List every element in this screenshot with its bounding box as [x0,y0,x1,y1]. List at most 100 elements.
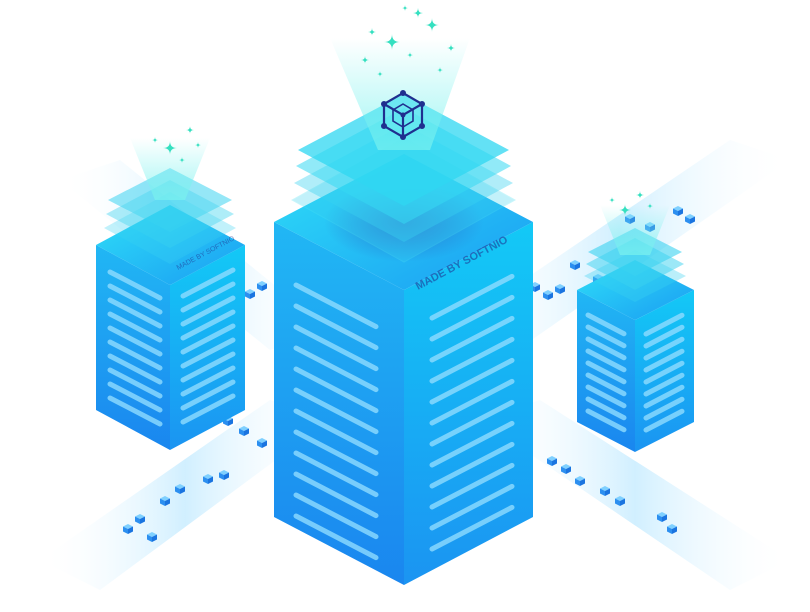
vent-slot [293,513,379,561]
vent-slot [293,345,379,393]
data-cube-icon [245,289,255,299]
vent-slot [585,336,627,361]
data-cube-icon [600,486,610,496]
vent-slot [429,357,515,405]
vent-slot [585,348,627,373]
vent-slot [585,312,627,337]
vent-slot [107,269,163,301]
vent-slot [429,441,515,489]
vent-slot [293,387,379,435]
light-beam-left [130,138,210,200]
vent-slot [107,381,163,413]
sparkle-icon [619,204,631,216]
vent-slot [429,462,515,510]
data-cube-icon [543,290,553,300]
vent-slot [293,303,379,351]
vent-slot [643,324,685,349]
data-cube-icon [135,514,145,524]
vent-slot [180,281,236,313]
tower-top [96,205,245,285]
sparkle-icon [361,56,369,64]
vent-slot [429,336,515,384]
server-tower-right [577,205,694,452]
vent-slot [585,372,627,397]
vent-slot [643,312,685,337]
vent-slot [429,399,515,447]
vent-slot [429,273,515,321]
sparkle-icon [447,44,455,52]
data-stream-lower-left [40,400,330,590]
server-tower-left: MADE BY SOFTNIO [96,138,245,450]
vent-slot [180,309,236,341]
data-cube-icon [547,456,557,466]
vent-slot [293,429,379,477]
vent-grille-center [293,282,379,561]
vent-slot [585,360,627,385]
data-cube-icon [160,496,170,506]
sparkle-icon [425,18,439,32]
sparkle-icon [413,8,423,18]
sparkle-icon [384,34,400,50]
data-cube-icon [257,438,267,448]
vent-slot [107,339,163,371]
data-cube-icon [667,524,677,534]
sparkle-icon [636,191,644,199]
vent-slot [643,336,685,361]
vent-slot [585,324,627,349]
vent-slot [293,282,379,330]
vent-slot [585,408,627,433]
data-cube-icon [219,470,229,480]
data-cube-icon [561,464,571,474]
sparkle-icon [368,28,376,36]
vent-slot [429,504,515,552]
vent-slot [180,323,236,355]
vent-slot [643,348,685,373]
tower-top [577,260,694,320]
vent-slot [180,267,236,299]
data-cube-icon [570,260,580,270]
vent-slot [180,379,236,411]
vent-slot [180,365,236,397]
vent-slot [429,378,515,426]
vent-slot [643,408,685,433]
vent-slot [180,351,236,383]
data-cube-icon [203,474,213,484]
data-cube-icon [673,206,683,216]
sparkle-icon [195,142,201,148]
vent-grille-left [107,269,163,427]
data-cube-icon [257,281,267,291]
data-cube-icon [685,214,695,224]
sparkle-icon [152,137,158,143]
data-cube-icon [555,284,565,294]
vent-slot [107,367,163,399]
vent-slot [643,396,685,421]
sparkle-icon [377,71,383,77]
vent-slot [293,492,379,540]
server-tower-center: MADE BY SOFTNIO [274,38,533,585]
vent-slot [107,325,163,357]
vent-slot [429,315,515,363]
sparkle-icon [186,126,194,134]
vent-slot [643,372,685,397]
vent-slot [585,396,627,421]
vent-slot [293,324,379,372]
vent-slot [180,295,236,327]
sparkle-icon [609,197,615,203]
sparkle-icon [402,5,408,11]
sparkle-icon [179,157,185,163]
hover-plates-left [104,168,236,264]
vent-slot [429,483,515,531]
vent-slot [107,395,163,427]
data-cube-icon [239,426,249,436]
data-cube-icon [175,484,185,494]
sparkle-icon [647,203,653,209]
sparkle-icon [407,52,413,58]
vent-slot [293,366,379,414]
vent-grille-right [585,312,685,433]
vent-slot [643,360,685,385]
hexagon-network-icon [381,90,425,140]
vent-slot [180,393,236,425]
vent-slot [429,420,515,468]
vent-slot [643,384,685,409]
